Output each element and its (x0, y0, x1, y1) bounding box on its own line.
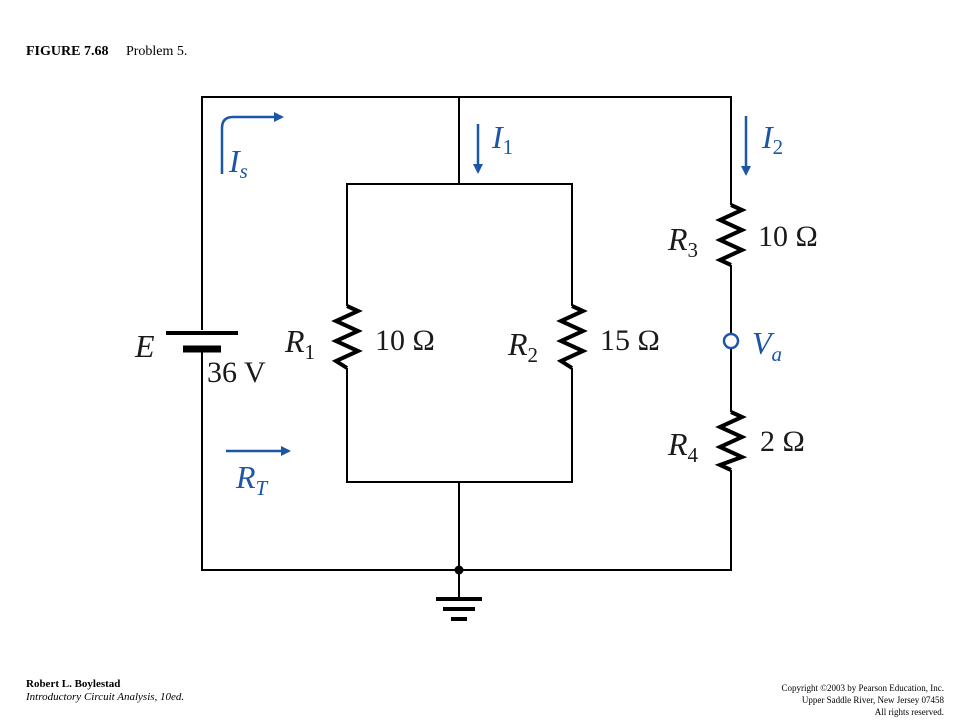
parallel-top-wire (346, 183, 573, 306)
bottom-wire (201, 352, 732, 571)
figure-title: Problem 5. (125, 44, 188, 59)
top-wire (201, 96, 732, 330)
r1-label: R1 (284, 323, 315, 364)
i1-label: I1 (491, 119, 513, 159)
va-label: Va (752, 325, 782, 366)
footer-book: Introductory Circuit Analysis, 10ed. (26, 691, 185, 703)
is-label: Is (228, 143, 248, 183)
r3-value: 10 Ω (758, 220, 818, 253)
footer-author: Robert L. Boylestad (26, 678, 121, 690)
r3-label: R3 (667, 221, 698, 262)
r2-resistor-symbol (556, 304, 588, 370)
figure-caption: FIGURE 7.68 Problem 5. (26, 44, 187, 60)
r4-label: R4 (667, 426, 699, 467)
r1-value: 10 Ω (375, 324, 435, 357)
figure-number: FIGURE 7.68 (26, 44, 109, 59)
e-value: 36 V (207, 356, 266, 389)
footer-credit: Robert L. Boylestad Introductory Circuit… (26, 678, 184, 704)
ground-symbol (436, 565, 482, 621)
r4-value: 2 Ω (760, 425, 805, 458)
battery-symbol (166, 331, 238, 353)
r2-value: 15 Ω (600, 324, 660, 357)
footer-copyright: Copyright ©2003 by Pearson Education, In… (781, 682, 944, 718)
circuit-wires (201, 96, 732, 598)
rt-label: RT (235, 459, 269, 500)
r4-resistor-symbol (714, 410, 748, 472)
i2-label: I2 (761, 119, 783, 159)
address-line: Upper Saddle River, New Jersey 07458 (801, 695, 944, 705)
is-arrow-icon (220, 112, 284, 174)
r1-resistor-symbol (331, 304, 363, 370)
va-node-marker (722, 332, 740, 350)
r3-resistor-symbol (715, 203, 747, 267)
rights-line: All rights reserved. (874, 707, 944, 717)
e-label: E (134, 328, 155, 364)
copyright-line: Copyright ©2003 by Pearson Education, In… (781, 683, 944, 693)
ground-junction-dot (454, 565, 464, 575)
r2-label: R2 (507, 326, 538, 367)
parallel-bottom-wire (346, 368, 573, 483)
